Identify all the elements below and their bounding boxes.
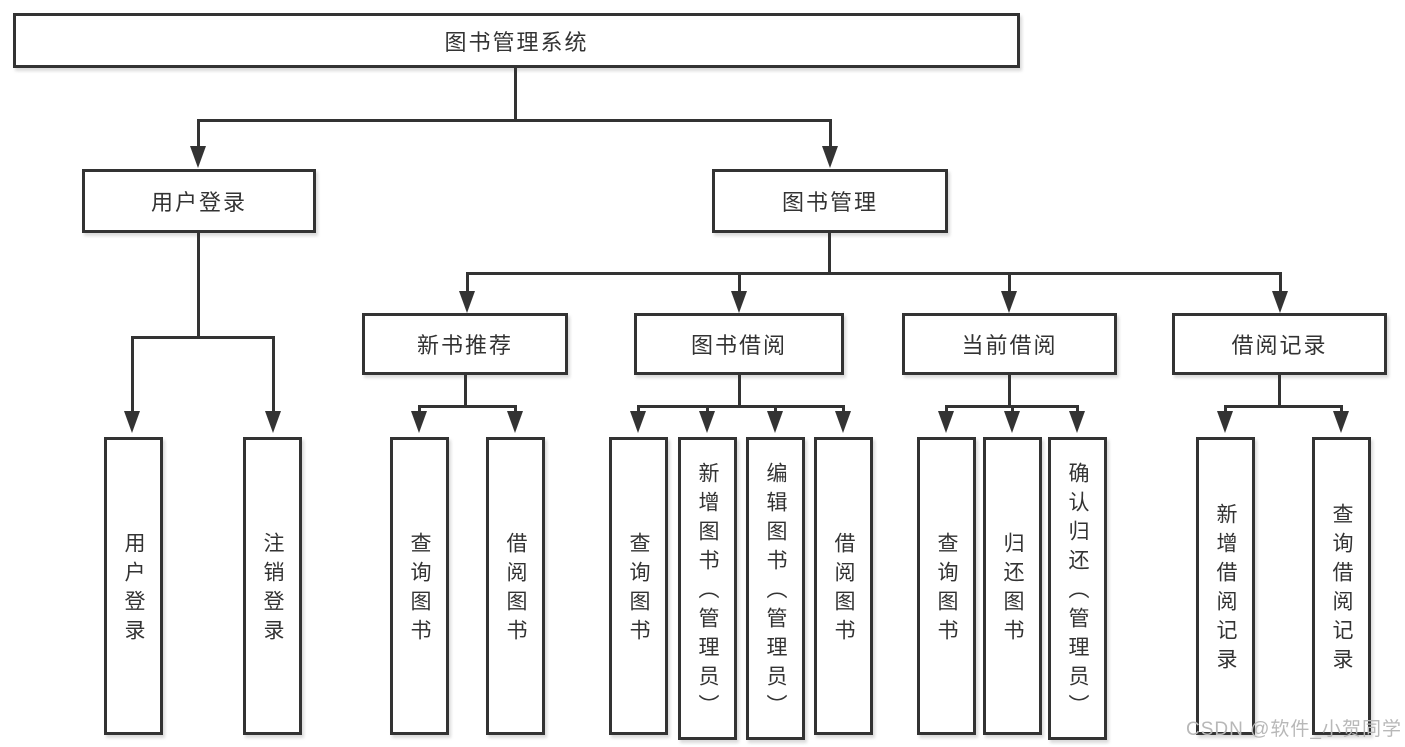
leaf-query-books-3: 查询图书 (917, 437, 976, 735)
connector-g2-leaf4-stem (842, 405, 845, 415)
arrow-to-current-borrow (1001, 291, 1017, 313)
arrow-g2-leaf1 (630, 411, 646, 433)
arrow-g2-leaf2 (699, 411, 715, 433)
leaf-add-books-admin: 新增图书（管理员） (678, 437, 737, 740)
arrow-g1-leaf2 (507, 411, 523, 433)
arrow-to-book-mgmt (822, 146, 838, 168)
connector-g2-bar (637, 405, 845, 408)
leaf-user-login: 用户登录 (104, 437, 163, 735)
leaf-confirm-return-admin: 确认归还（管理员） (1048, 437, 1107, 740)
connector-root-stem (514, 68, 517, 119)
connector-g4-leaf1-stem (1224, 405, 1227, 415)
connector-book-mgmt-bar (466, 272, 1282, 275)
connector-g4-down (1278, 375, 1281, 405)
connector-leaf-login-stem (131, 336, 134, 413)
connector-g3-leaf2-stem (1011, 405, 1014, 415)
connector-g3-down (1008, 375, 1011, 405)
connector-g1-leaf1-stem (418, 405, 421, 415)
connector-g2-down (738, 375, 741, 405)
leaf-query-borrow-record: 查询借阅记录 (1312, 437, 1371, 735)
arrow-g4-leaf2 (1333, 411, 1349, 433)
connector-g2-leaf1-stem (637, 405, 640, 415)
connector-g2-leaf3-stem (774, 405, 777, 415)
arrow-to-borrow-records (1272, 291, 1288, 313)
leaf-edit-books-admin: 编辑图书（管理员） (746, 437, 805, 740)
node-current-borrow: 当前借阅 (902, 313, 1117, 375)
connector-g3-leaf3-stem (1076, 405, 1079, 415)
connector-user-login-down (197, 233, 200, 336)
leaf-query-books-1: 查询图书 (390, 437, 449, 735)
node-borrow-records: 借阅记录 (1172, 313, 1387, 375)
leaf-add-borrow-record: 新增借阅记录 (1196, 437, 1255, 735)
arrow-g3-leaf3 (1069, 411, 1085, 433)
node-new-book-recommend: 新书推荐 (362, 313, 568, 375)
node-library-management-system: 图书管理系统 (13, 13, 1020, 68)
connector-g1-down (464, 375, 467, 405)
arrow-g1-leaf1 (411, 411, 427, 433)
arrow-g2-leaf4 (835, 411, 851, 433)
arrow-to-book-borrow (731, 291, 747, 313)
arrow-g3-leaf2 (1004, 411, 1020, 433)
csdn-watermark: CSDN @软件_小贺同学 (1186, 719, 1402, 740)
arrow-to-user-login (190, 146, 206, 168)
connector-book-mgmt-stem (829, 119, 832, 148)
arrow-to-new-books (459, 291, 475, 313)
connector-current-borrow-stem (1008, 272, 1011, 292)
connector-g4-bar (1224, 405, 1342, 408)
connector-g1-leaf2-stem (514, 405, 517, 415)
leaf-query-books-2: 查询图书 (609, 437, 668, 735)
arrow-g2-leaf3 (767, 411, 783, 433)
connector-g4-leaf2-stem (1340, 405, 1343, 415)
connector-root-bar (197, 119, 832, 122)
connector-new-books-stem (466, 272, 469, 292)
leaf-logout: 注销登录 (243, 437, 302, 735)
leaf-return-books: 归还图书 (983, 437, 1042, 735)
leaf-borrow-books-1: 借阅图书 (486, 437, 545, 735)
arrow-to-leaf-login (124, 411, 140, 433)
arrow-to-leaf-logout (265, 411, 281, 433)
connector-g2-leaf2-stem (706, 405, 709, 415)
connector-leaf-logout-stem (272, 336, 275, 413)
connector-book-borrow-stem (738, 272, 741, 292)
connector-g3-leaf1-stem (945, 405, 948, 415)
node-user-login: 用户登录 (82, 169, 316, 233)
arrow-g3-leaf1 (938, 411, 954, 433)
node-book-management: 图书管理 (712, 169, 948, 233)
node-book-borrow: 图书借阅 (634, 313, 844, 375)
arrow-g4-leaf1 (1217, 411, 1233, 433)
leaf-borrow-books-2: 借阅图书 (814, 437, 873, 735)
connector-user-login-stem (197, 119, 200, 148)
connector-user-login-bar (131, 336, 275, 339)
connector-borrow-records-stem (1279, 272, 1282, 292)
connector-book-mgmt-down (828, 233, 831, 272)
connector-g1-bar (418, 405, 517, 408)
